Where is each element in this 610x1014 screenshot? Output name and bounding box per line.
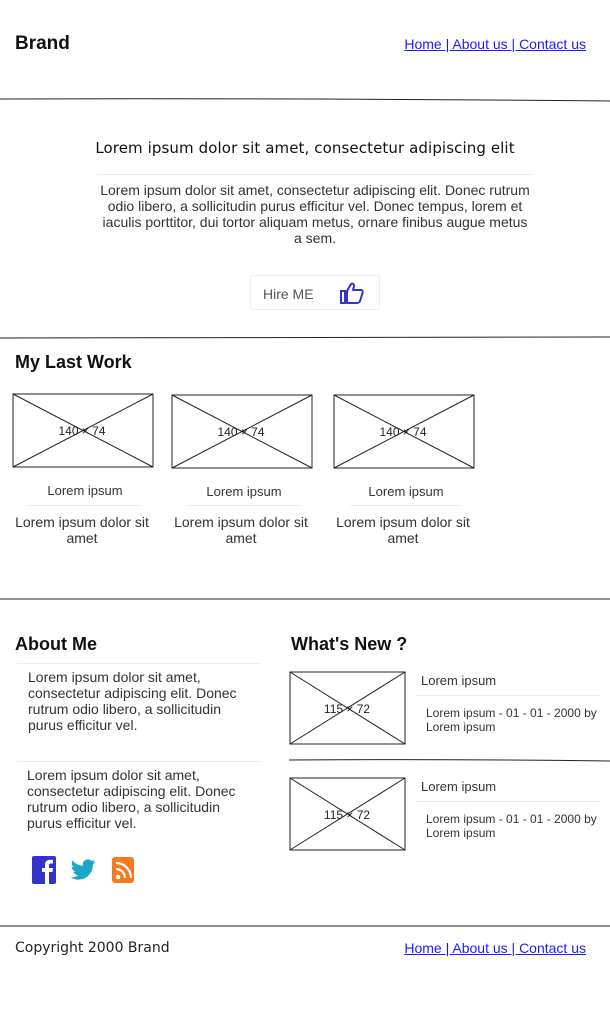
work-image-2-label: 140 × 74 <box>217 425 264 439</box>
header-divider <box>0 98 610 102</box>
nav-home-link[interactable]: Home <box>404 36 442 52</box>
work-image-1[interactable]: 140 × 74 <box>12 393 154 468</box>
news-divider-2 <box>416 801 600 802</box>
hero-text: Lorem ipsum dolor sit amet, consectetur … <box>100 182 530 246</box>
work-divider-1 <box>28 505 140 506</box>
news-title-1: Lorem ipsum <box>421 673 497 688</box>
news-heading: What's New ? <box>291 634 408 654</box>
about-paragraph-1: Lorem ipsum dolor sit amet, consectetur … <box>28 669 237 733</box>
work-image-3-label: 140 × 74 <box>379 425 426 439</box>
news-separator <box>288 759 610 762</box>
about-paragraph-2: Lorem ipsum dolor sit amet, consectetur … <box>27 767 236 831</box>
work-desc-3: Lorem ipsum dolor sit amet <box>336 514 470 546</box>
news-meta-2: Lorem ipsum - 01 - 01 - 2000 by Lorem ip… <box>426 812 597 840</box>
hero-title: Lorem ipsum dolor sit amet, consectetur … <box>95 139 515 157</box>
about-divider-2 <box>17 761 260 762</box>
news-image-2-label: 115 × 72 <box>324 808 370 822</box>
footer-contact-link[interactable]: Contact us <box>519 940 586 956</box>
nav-separator: | <box>507 36 520 52</box>
news-divider-1 <box>416 695 600 696</box>
twitter-icon[interactable] <box>70 857 97 883</box>
facebook-icon[interactable] <box>32 856 56 884</box>
copyright-text: Copyright 2000 Brand <box>15 940 170 956</box>
footer-home-link[interactable]: Home <box>404 940 442 956</box>
work-image-3[interactable]: 140 × 74 <box>333 394 475 469</box>
nav-contact-link[interactable]: Contact us <box>519 36 586 52</box>
news-image-1[interactable]: 115 × 72 <box>289 671 406 745</box>
footer-about-link[interactable]: About us <box>452 940 508 956</box>
header-nav: Home | About us | Contact us <box>404 36 586 52</box>
hero-divider-bottom <box>0 336 610 339</box>
hire-me-label: Hire ME <box>263 286 314 302</box>
footer-nav-separator: | <box>441 940 453 956</box>
work-title-1: Lorem ipsum <box>47 483 123 498</box>
nav-about-link[interactable]: About us <box>452 36 508 52</box>
thumbs-up-icon <box>340 282 364 304</box>
work-image-2[interactable]: 140 × 74 <box>171 394 313 469</box>
news-image-1-label: 115 × 72 <box>324 702 370 716</box>
work-divider-2 <box>188 505 300 506</box>
nav-separator: | <box>441 36 453 52</box>
work-divider-3 <box>350 505 462 506</box>
news-image-2[interactable]: 115 × 72 <box>289 777 406 851</box>
about-heading: About Me <box>15 634 97 654</box>
news-title-2: Lorem ipsum <box>421 779 497 794</box>
footer-divider <box>0 925 610 927</box>
work-title-3: Lorem ipsum <box>368 484 444 499</box>
rss-icon[interactable] <box>112 857 134 883</box>
work-title-2: Lorem ipsum <box>206 484 282 499</box>
hero-divider <box>97 174 533 175</box>
work-desc-2: Lorem ipsum dolor sit amet <box>174 514 308 546</box>
about-divider-1 <box>17 663 260 664</box>
work-desc-1: Lorem ipsum dolor sit amet <box>15 514 149 546</box>
work-image-1-label: 140 × 74 <box>58 424 105 438</box>
work-divider-bottom <box>0 598 610 600</box>
news-meta-1: Lorem ipsum - 01 - 01 - 2000 by Lorem ip… <box>426 706 597 734</box>
hire-me-button[interactable]: Hire ME <box>250 275 380 310</box>
brand-logo[interactable]: Brand <box>15 33 70 54</box>
footer-nav-separator: | <box>507 940 520 956</box>
work-heading: My Last Work <box>15 352 132 372</box>
footer-nav: Home | About us | Contact us <box>404 940 586 956</box>
